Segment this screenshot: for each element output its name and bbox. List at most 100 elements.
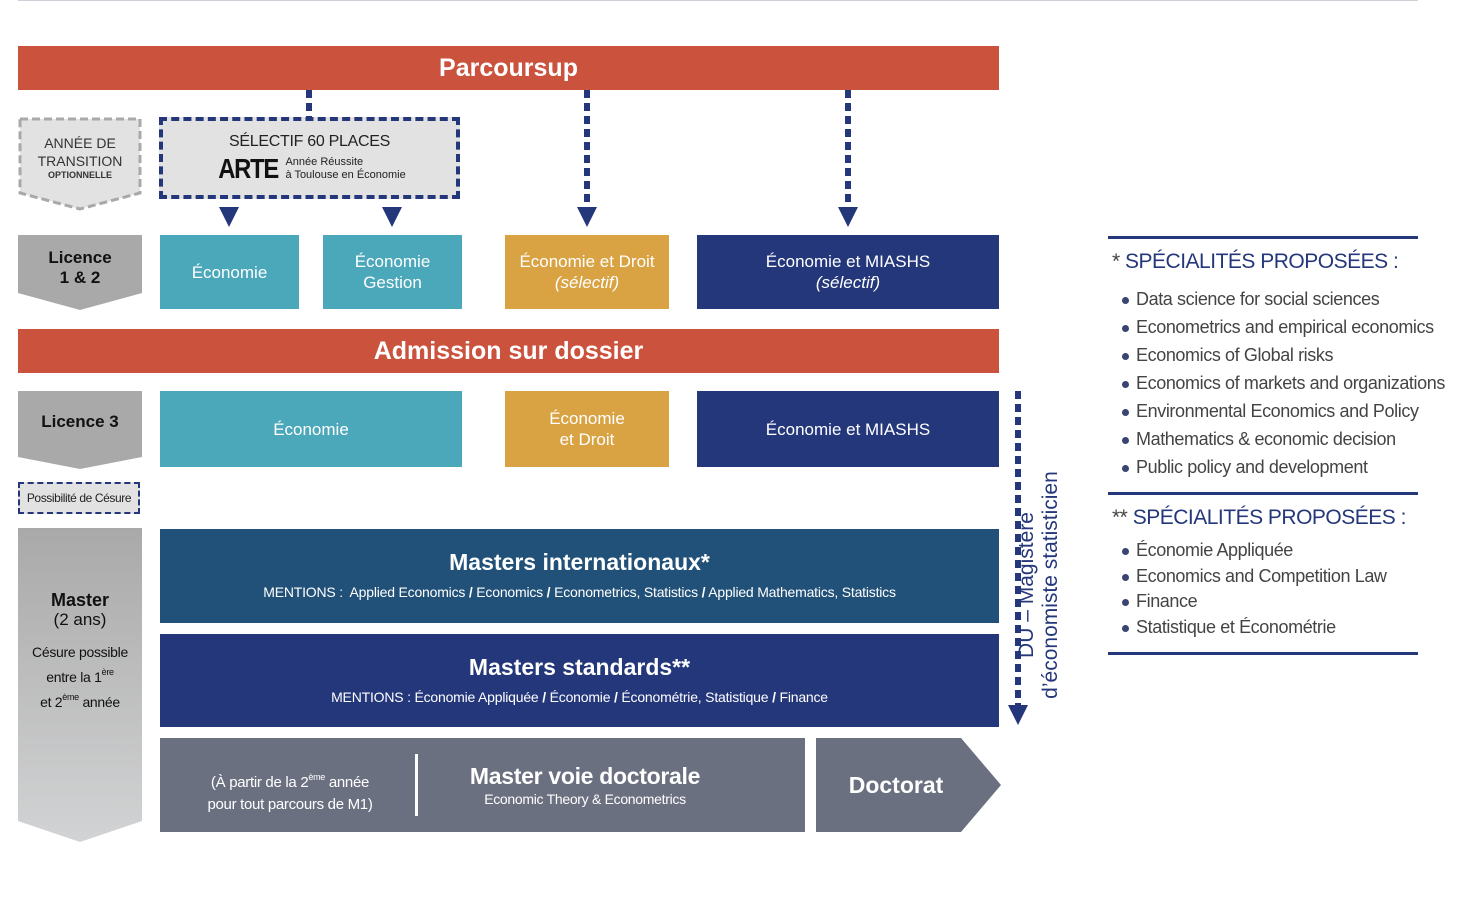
list-item: Economics and Competition Law [1114, 564, 1387, 590]
licence12-line1: Licence [48, 248, 112, 267]
arrow-down-icon [577, 207, 597, 227]
masters-international-mentions: MENTIONS : Applied Economics / Economics… [263, 584, 896, 600]
list-item: Mathematics & economic decision [1114, 425, 1445, 453]
licence3-label: Licence 3 [41, 412, 119, 431]
arte-title-row: ARTE Année Réussite à Toulouse en Économ… [163, 153, 456, 185]
masters-standard-mentions: MENTIONS : Économie Appliquée / Économie… [331, 689, 828, 705]
transition-line3: OPTIONNELLE [47, 170, 112, 180]
doctoral-note-line1: (À partir de la 2ème année [180, 766, 400, 794]
du-line1: DU – Magistère [1015, 512, 1038, 658]
transition-chevron [18, 117, 142, 211]
program-name: Économie et Droit [519, 252, 655, 271]
note-sup: ème [308, 772, 325, 782]
program-name-line2: Gestion [363, 273, 422, 292]
l3-economie[interactable]: Économie [160, 391, 462, 467]
parcoursup-label: Parcoursup [439, 53, 578, 82]
item-text: Data science for social sciences [1136, 289, 1380, 309]
specialites-international-list: Data science for social sciences Econome… [1114, 285, 1445, 481]
bullet-icon [1122, 624, 1129, 632]
licence12-line2: 1 & 2 [59, 268, 101, 287]
note-text: et 2 [40, 694, 63, 710]
connector-eco-droit [584, 90, 590, 208]
legend-rule-bottom [1108, 652, 1418, 655]
master-note-line1: Césure possible [32, 644, 128, 660]
l3-economie-droit[interactable]: Économie et Droit [505, 391, 669, 467]
licence12-chevron [18, 235, 142, 310]
item-text: Public policy and development [1136, 457, 1368, 477]
list-item: Econometrics and empirical economics [1114, 313, 1445, 341]
doctorat-label[interactable]: Doctorat [848, 772, 944, 798]
transition-line1: ANNÉE DE [44, 135, 116, 151]
transition-line2: TRANSITION [37, 153, 123, 169]
cesure-box: Possibilité de Césure [18, 482, 140, 514]
mentions-label: MENTIONS : [331, 689, 411, 705]
program-name: Économie et MIASHS [765, 252, 931, 271]
specialites-international-title: * SPÉCIALITÉS PROPOSÉES : [1112, 250, 1399, 274]
bullet-icon [1122, 599, 1129, 606]
arrow-down-icon [838, 207, 858, 227]
arte-acronym: ARTE [218, 153, 280, 184]
mention: Finance [779, 689, 828, 705]
masters-standard-title: Masters standards** [468, 654, 691, 680]
bullet-icon [1122, 465, 1129, 472]
arte-heading: SÉLECTIF 60 PLACES [229, 133, 390, 150]
l12-economie[interactable]: Économie [160, 235, 299, 309]
program-name: Économie [191, 262, 268, 282]
doctoral-subtitle: Economic Theory & Econometrics [484, 791, 686, 807]
mention: Économétrie, Statistique [621, 689, 769, 705]
specialites-standard-list: Économie Appliquée Economics and Competi… [1114, 538, 1387, 640]
bullet-icon [1122, 297, 1129, 304]
note-text: année [324, 774, 370, 791]
list-item: Public policy and development [1114, 453, 1445, 481]
l12-economie-miashs[interactable]: Économie et MIASHS (sélectif) [697, 235, 999, 309]
arte-box: SÉLECTIF 60 PLACES ARTE Année Réussite à… [159, 117, 460, 199]
list-item: Data science for social sciences [1114, 285, 1445, 313]
legend-rule-top [1108, 236, 1418, 239]
list-item: Économie Appliquée [1114, 538, 1387, 564]
list-item: Environmental Economics and Policy [1114, 397, 1445, 425]
item-text: Economics and Competition Law [1136, 565, 1387, 586]
stars: * [1112, 250, 1120, 273]
l12-economie-droit[interactable]: Économie et Droit (sélectif) [505, 235, 669, 309]
du-magistere-label: DU – Magistère d’économiste statisticien [1015, 450, 1065, 720]
master-voie-doctorale[interactable]: (À partir de la 2ème année pour tout par… [160, 738, 805, 832]
item-text: Econometrics and empirical economics [1136, 317, 1434, 337]
master-note-line3: et 2ème année [18, 687, 142, 712]
mention: Économie [549, 689, 611, 705]
masters-internationaux[interactable]: Masters internationaux* MENTIONS : Appli… [160, 529, 999, 623]
selective-note: (sélectif) [815, 273, 881, 292]
item-text: Economics of markets and organizations [1136, 373, 1445, 393]
connector-arte [306, 90, 312, 117]
program-name: Économie [354, 252, 431, 271]
mentions-label: MENTIONS : [263, 584, 343, 600]
bullet-icon [1122, 325, 1129, 332]
item-text: Mathematics & economic decision [1136, 429, 1396, 449]
doctoral-title-block: Master voie doctorale Economic Theory & … [430, 762, 740, 808]
arrow-down-icon [1008, 705, 1028, 725]
note-text: (À partir de la 2 [210, 774, 309, 791]
mention: Applied Mathematics, Statistics [708, 584, 896, 600]
l3-economie-miashs[interactable]: Économie et MIASHS [697, 391, 999, 467]
doctoral-note-line2: pour tout parcours de M1) [207, 796, 373, 813]
arte-expansion-line2: à Toulouse en Économie [285, 169, 406, 181]
doctoral-title: Master voie doctorale [469, 763, 701, 789]
vertical-divider [415, 754, 418, 816]
mention: Economics [476, 584, 543, 600]
arrow-down-icon [219, 207, 239, 227]
item-text: Économie Appliquée [1136, 540, 1293, 560]
licence12-label: Licence 1 & 2 [18, 248, 142, 288]
note-sup: ère [101, 667, 114, 677]
masters-standards[interactable]: Masters standards** MENTIONS : Économie … [160, 634, 999, 727]
doctorat-arrow [816, 738, 1001, 832]
arte-expansion-line1: Année Réussite [285, 156, 364, 168]
parcoursup-banner: Parcoursup [18, 46, 999, 90]
title-text: SPÉCIALITÉS PROPOSÉES : [1125, 250, 1399, 273]
master-label: Master (2 ans) Césure possible entre la … [18, 590, 142, 712]
item-text: Economics of Global risks [1136, 345, 1334, 365]
du-line2: d’économiste statisticien [1039, 471, 1062, 699]
list-item: Economics of Global risks [1114, 341, 1445, 369]
note-text: entre la 1 [46, 669, 102, 685]
l12-economie-gestion[interactable]: Économie Gestion [323, 235, 462, 309]
bullet-icon [1122, 437, 1129, 444]
arrow-down-icon [382, 207, 402, 227]
